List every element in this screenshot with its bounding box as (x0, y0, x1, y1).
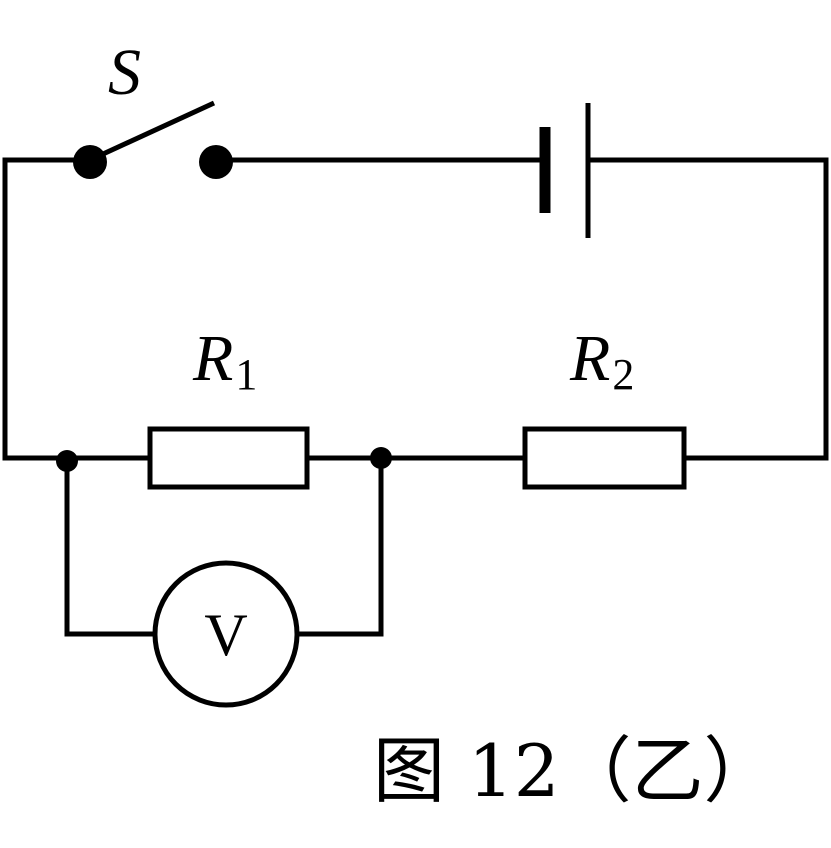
figure-caption: 图 12（乙） (373, 729, 776, 813)
wire-battery-to-right (585, 157, 829, 461)
resistor-r2-letter: R (569, 322, 610, 395)
wire-left-top (2, 157, 153, 461)
switch-blade (88, 100, 216, 163)
wire-voltmeter-right (295, 455, 384, 637)
switch (73, 100, 233, 179)
resistor-r1 (147, 426, 310, 490)
resistor-r1-subscript: 1 (235, 350, 257, 399)
resistor-r2-subscript: 2 (612, 350, 634, 399)
battery (539, 103, 591, 238)
resistor-r2 (522, 426, 687, 490)
main-loop-wires (2, 157, 829, 461)
switch-left-terminal (73, 145, 107, 179)
resistor-r1-label: R1 (192, 322, 257, 399)
junction-right (370, 447, 392, 469)
voltmeter-label: V (204, 602, 247, 668)
resistor-r1-letter: R (192, 322, 233, 395)
voltmeter (152, 560, 300, 708)
voltmeter-branch (56, 447, 392, 708)
junction-left (56, 450, 78, 472)
switch-right-terminal (199, 145, 233, 179)
wire-voltmeter-left (64, 455, 158, 637)
resistor-r2-label: R2 (569, 322, 634, 399)
switch-label: S (108, 36, 141, 109)
